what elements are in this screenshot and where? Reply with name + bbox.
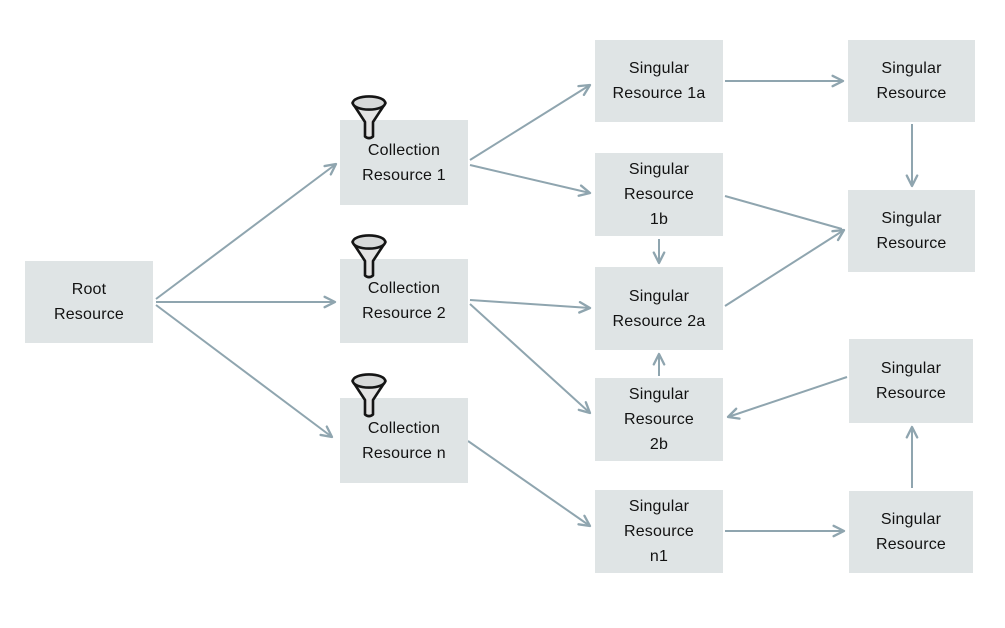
node-label-singular-n1: Singular Resource n1 [623, 498, 695, 565]
edge-singular-2a--singular-r2 [724, 228, 846, 307]
node-label-collection-1: Collection Resource 1 [362, 141, 446, 184]
node-label-singular-r1: Singular Resource [876, 60, 947, 102]
node-label-root: Root Resource [53, 281, 125, 323]
node-label-singular-r2: Singular Resource [876, 210, 947, 252]
node-collection-1: Collection Resource 1 [340, 95, 468, 205]
edge-collection-n--singular-n1 [467, 440, 592, 528]
funnel-icon [351, 373, 387, 418]
node-singular-r2: Singular Resource [848, 190, 975, 272]
edge-collection-1--singular-1a [469, 83, 592, 161]
node-singular-r4: Singular Resource [849, 491, 973, 573]
node-label-singular-1b: Singular Resource 1b [623, 161, 695, 228]
node-singular-r1: Singular Resource [848, 40, 975, 122]
edge-singular-1b--singular-r2 [724, 195, 843, 230]
edge-collection-1--singular-1b [469, 164, 592, 197]
node-label-singular-r3: Singular Resource [875, 360, 947, 402]
node-singular-2b: Singular Resource 2b [595, 378, 723, 461]
node-label-collection-2: Collection Resource 2 [362, 280, 446, 322]
edge-root--collection-1 [155, 162, 338, 300]
node-singular-1b: Singular Resource 1b [595, 153, 723, 236]
edge-singular-r3--singular-2b [726, 376, 848, 420]
node-label-singular-1a: Singular Resource 1a [612, 60, 706, 102]
edge-collection-2--singular-2b [469, 303, 592, 415]
node-root: Root Resource [25, 261, 153, 343]
node-singular-2a: Singular Resource 2a [595, 267, 723, 350]
node-label-collection-n: Collection Resource n [362, 419, 446, 462]
node-label-singular-r4: Singular Resource [875, 511, 947, 553]
node-label-singular-2b: Singular Resource 2b [623, 386, 695, 453]
node-singular-n1: Singular Resource n1 [595, 490, 723, 573]
node-singular-r3: Singular Resource [849, 339, 973, 423]
node-singular-1a: Singular Resource 1a [595, 40, 723, 122]
edge-root--collection-n [155, 304, 334, 439]
funnel-icon [351, 95, 387, 140]
node-collection-n: Collection Resource n [340, 373, 468, 483]
edge-collection-2--singular-2a [469, 299, 592, 314]
node-collection-2: Collection Resource 2 [340, 234, 468, 343]
funnel-icon [351, 234, 387, 279]
node-label-singular-2a: Singular Resource 2a [612, 287, 706, 330]
